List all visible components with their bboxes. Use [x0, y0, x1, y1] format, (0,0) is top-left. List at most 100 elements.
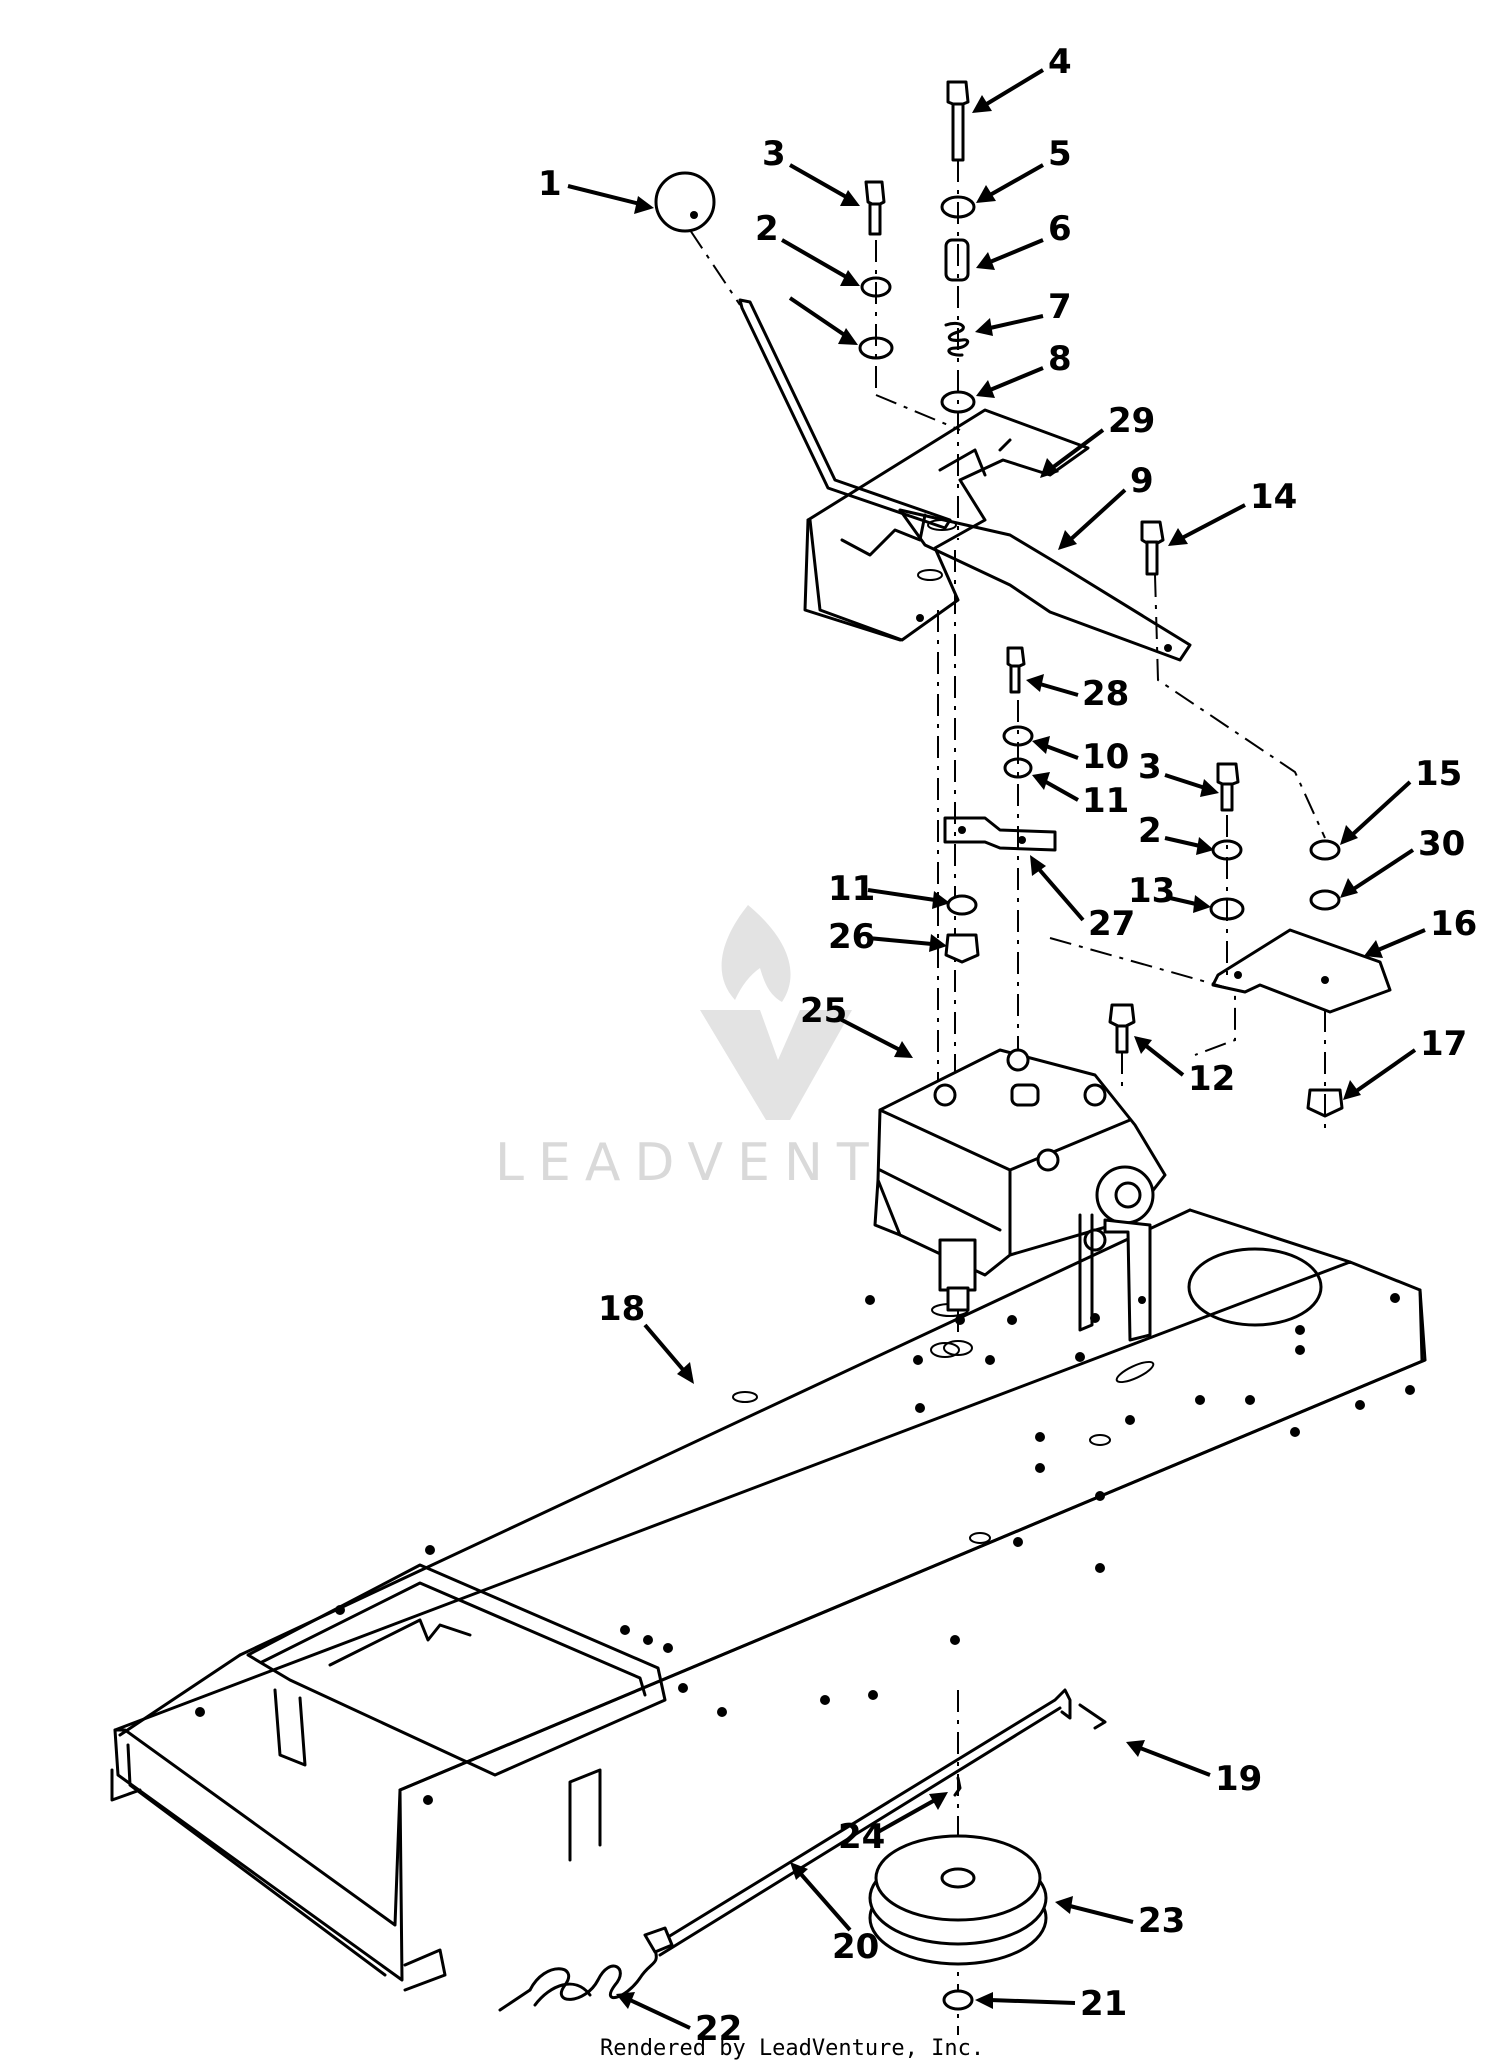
svg-text:28: 28	[1082, 674, 1129, 714]
watermark-logo	[700, 905, 852, 1120]
svg-text:17: 17	[1420, 1024, 1467, 1064]
callout-2-upper: 2	[755, 209, 860, 286]
svg-text:11: 11	[1082, 781, 1129, 821]
svg-text:3: 3	[762, 134, 786, 174]
pulley-23	[868, 1834, 1048, 1966]
svg-text:23: 23	[1138, 1901, 1185, 1941]
svg-text:13: 13	[1128, 871, 1175, 911]
callout-14: 14	[1168, 477, 1297, 546]
rod-20	[653, 1688, 1072, 1957]
guide-14	[1154, 574, 1326, 839]
svg-text:1: 1	[538, 164, 562, 204]
nut-26	[944, 933, 980, 964]
callout-12: 12	[1134, 1036, 1235, 1099]
callout-27: 27	[1030, 855, 1135, 944]
callout-9: 9	[1058, 461, 1154, 550]
shift-lever	[738, 298, 952, 530]
washer-11-lower	[946, 894, 978, 916]
svg-text:12: 12	[1188, 1059, 1235, 1099]
svg-text:8: 8	[1048, 339, 1072, 379]
svg-text:21: 21	[1080, 1984, 1127, 2024]
callout-25: 25	[800, 991, 913, 1058]
frame	[110, 1208, 1427, 1992]
svg-text:6: 6	[1048, 209, 1072, 249]
callout-1: 1	[538, 164, 654, 214]
callout-3-upper: 3	[762, 134, 860, 206]
callout-7: 7	[975, 287, 1072, 336]
svg-text:2: 2	[1138, 811, 1162, 851]
callout-2-right: 2	[1138, 811, 1214, 855]
shift-knob	[654, 171, 716, 233]
svg-text:3: 3	[1138, 747, 1162, 787]
link-27	[943, 816, 1057, 852]
callout-24: 24	[838, 1792, 948, 1857]
footer-credit: Rendered by LeadVenture, Inc.	[600, 2036, 984, 2061]
callout-13: 13	[1128, 871, 1211, 913]
svg-text:22: 22	[695, 2009, 742, 2049]
washer-2-right	[1211, 839, 1243, 861]
callout-16: 16	[1364, 904, 1477, 958]
pin-19	[1078, 1703, 1107, 1730]
callout-3-right: 3	[1138, 747, 1219, 797]
svg-text:24: 24	[838, 1817, 885, 1857]
callout-20: 20	[790, 1862, 879, 1967]
svg-text:10: 10	[1082, 737, 1129, 777]
transaxle	[873, 1048, 1167, 1342]
svg-text:9: 9	[1130, 461, 1154, 501]
bolt-3-top	[864, 180, 886, 236]
guide-bracket	[1049, 937, 1236, 1056]
spring-22	[498, 1926, 674, 2012]
callout-26: 26	[828, 917, 947, 957]
spring-7	[944, 321, 970, 357]
callout-28: 28	[1026, 674, 1129, 714]
callout-17: 17	[1343, 1024, 1467, 1100]
svg-text:5: 5	[1048, 134, 1072, 174]
svg-text:16: 16	[1430, 904, 1477, 944]
svg-text:2: 2	[755, 209, 779, 249]
bolt-3-right	[1216, 762, 1240, 812]
svg-text:29: 29	[1108, 401, 1155, 441]
knob-guide-line	[689, 229, 741, 306]
ring-21	[942, 1989, 974, 2011]
clip-24	[953, 1776, 962, 1797]
svg-text:15: 15	[1415, 754, 1462, 794]
svg-text:30: 30	[1418, 824, 1465, 864]
svg-text:18: 18	[598, 1289, 645, 1329]
svg-text:19: 19	[1215, 1759, 1262, 1799]
washer-30	[1309, 889, 1341, 911]
callout-10: 10	[1032, 736, 1129, 777]
svg-text:7: 7	[1048, 287, 1072, 327]
callout-5: 5	[976, 134, 1072, 203]
callout-21: 21	[975, 1984, 1127, 2024]
shift-link	[898, 508, 1192, 662]
guide-3b	[875, 394, 961, 431]
svg-text:4: 4	[1048, 42, 1072, 82]
callout-11-upper: 11	[1032, 772, 1129, 821]
washer-15	[1309, 839, 1341, 861]
callout-8: 8	[976, 339, 1072, 398]
callout-4: 4	[972, 42, 1072, 113]
svg-text:26: 26	[828, 917, 875, 957]
callout-22: 22	[616, 1992, 742, 2049]
callout-11-lower: 11	[828, 869, 950, 909]
shift-bracket	[803, 408, 1090, 642]
callouts: 1 2 3 4 5 6	[538, 42, 1477, 2049]
bolt-4	[946, 80, 970, 162]
bolt-14	[1140, 520, 1165, 576]
callout-6: 6	[976, 209, 1072, 270]
svg-text:11: 11	[828, 869, 875, 909]
svg-text:20: 20	[832, 1927, 879, 1967]
transaxle-shaft-hole	[943, 1340, 973, 1356]
svg-text:14: 14	[1250, 477, 1297, 517]
bracket-16	[1211, 928, 1392, 1014]
callout-19: 19	[1126, 1740, 1262, 1799]
callout-15: 15	[1340, 754, 1462, 845]
callout-23: 23	[1055, 1896, 1185, 1941]
callout-unlabeled-washer	[788, 296, 858, 345]
callout-18: 18	[598, 1289, 694, 1384]
svg-text:27: 27	[1088, 904, 1135, 944]
bolt-12	[1108, 1003, 1136, 1054]
bolt-28	[1006, 646, 1026, 694]
svg-text:25: 25	[800, 991, 847, 1031]
